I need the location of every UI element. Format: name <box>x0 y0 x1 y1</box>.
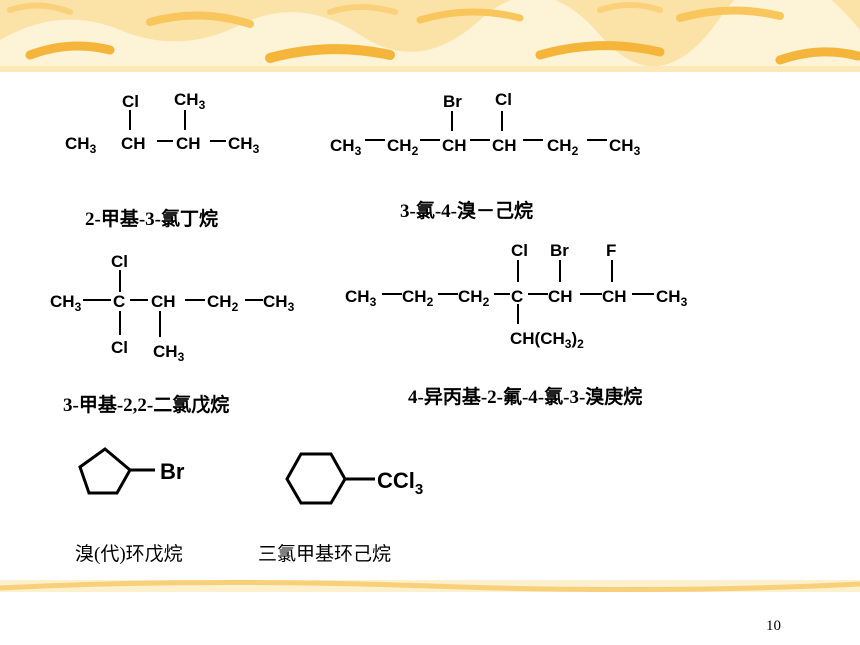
svg-text:Br: Br <box>443 92 462 111</box>
svg-text:CH: CH <box>151 292 176 311</box>
svg-text:CH2: CH2 <box>207 292 239 314</box>
structure-6: CCl3 <box>285 452 423 505</box>
structure-1: Cl CH3 CH3 CH CH CH3 <box>65 90 260 156</box>
svg-text:CH3: CH3 <box>609 136 641 158</box>
svg-text:Cl: Cl <box>511 241 528 260</box>
svg-text:CH2: CH2 <box>458 287 490 309</box>
svg-text:C: C <box>511 287 523 306</box>
svg-text:CH3: CH3 <box>345 287 377 309</box>
svg-text:CH: CH <box>492 136 517 155</box>
svg-text:F: F <box>606 241 616 260</box>
svg-text:CH3: CH3 <box>263 292 295 314</box>
structure-4: Cl Br F CH3 CH2 CH2 C CH CH CH3 CH(CH3)2 <box>345 241 688 351</box>
compound-name-4: 4-异丙基-2-氟-4-氯-3-溴庚烷 <box>408 387 643 408</box>
svg-text:CH: CH <box>548 287 573 306</box>
svg-text:CH3: CH3 <box>656 287 688 309</box>
svg-text:CH: CH <box>176 134 201 153</box>
svg-text:CH(CH3)2: CH(CH3)2 <box>510 329 584 351</box>
svg-text:Br: Br <box>160 459 185 484</box>
svg-text:Cl: Cl <box>111 338 128 357</box>
page-number: 10 <box>766 618 781 634</box>
svg-text:CH: CH <box>602 287 627 306</box>
svg-text:CH3: CH3 <box>330 136 362 158</box>
svg-text:C: C <box>113 292 125 311</box>
compound-name-6: 三氯甲基环己烷 <box>258 544 392 565</box>
structure-2: Br Cl CH3 CH2 CH CH CH2 CH3 <box>330 90 641 158</box>
svg-text:CH3: CH3 <box>228 134 260 156</box>
svg-text:CH3: CH3 <box>50 292 82 314</box>
compound-name-5: 溴(代)环戊烷 <box>75 544 183 565</box>
svg-text:Br: Br <box>550 241 569 260</box>
svg-text:CH2: CH2 <box>402 287 434 309</box>
svg-text:Cl: Cl <box>111 252 128 271</box>
svg-text:CH2: CH2 <box>387 136 419 158</box>
structure-3: Cl CH3 C CH CH2 CH3 Cl CH3 <box>50 252 295 364</box>
structure-5: Br <box>78 447 185 495</box>
svg-text:Cl: Cl <box>495 90 512 109</box>
decorative-bottom-band <box>0 579 860 593</box>
atom-cl: Cl <box>122 92 139 111</box>
svg-text:CH3: CH3 <box>174 90 206 112</box>
compound-name-2: 3-氯-4-溴－己烷 <box>400 201 533 222</box>
decorative-banner <box>0 0 860 72</box>
compound-name-3: 3-甲基-2,2-二氯戊烷 <box>63 395 230 416</box>
svg-text:CH: CH <box>442 136 467 155</box>
compound-name-1: 2-甲基-3-氯丁烷 <box>85 209 218 230</box>
svg-text:CH: CH <box>121 134 146 153</box>
svg-text:CH3: CH3 <box>65 134 97 156</box>
svg-text:CCl3: CCl3 <box>377 468 423 498</box>
svg-text:CH2: CH2 <box>547 136 579 158</box>
svg-text:CH3: CH3 <box>153 342 185 364</box>
